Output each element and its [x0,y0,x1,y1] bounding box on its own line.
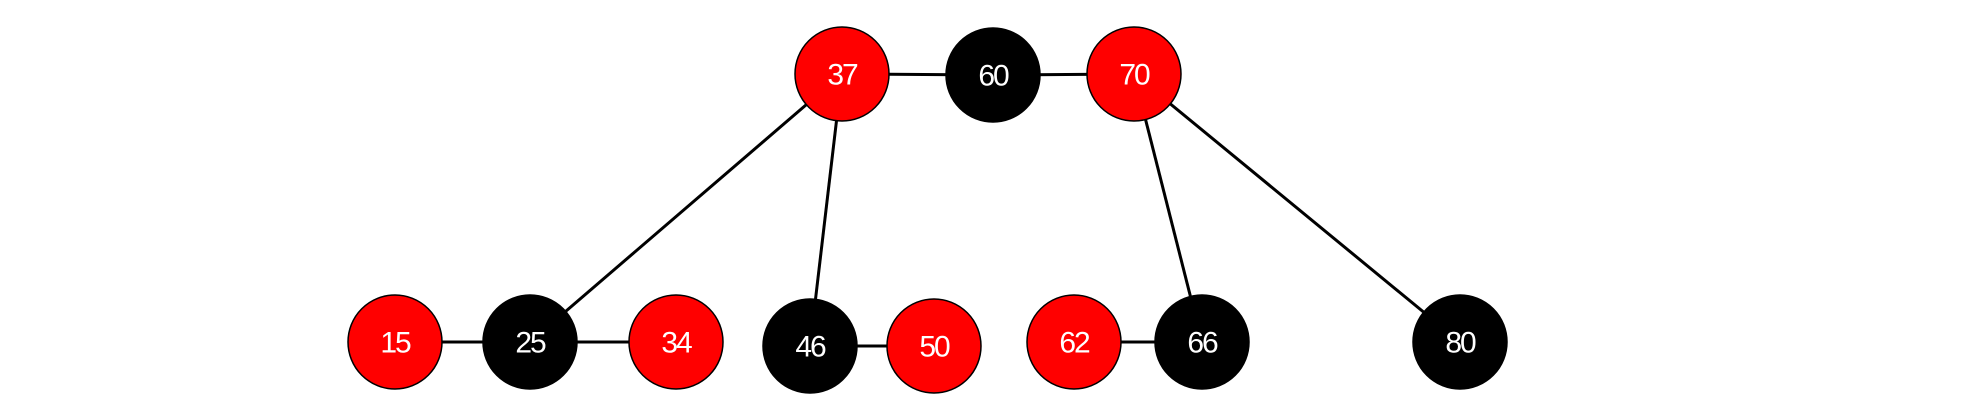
node-37-label: 37 [827,59,858,92]
node-70-circle [1086,26,1182,122]
node-50-circle [886,298,982,394]
edge-70-80 [1133,72,1461,344]
node-15-label: 15 [380,327,411,360]
node-50-label: 50 [919,331,950,364]
node-46-circle [762,298,858,394]
node-62-circle [1026,294,1122,390]
node-66-label: 66 [1187,327,1218,360]
node-46: 46 [762,298,858,394]
node-46-label: 46 [795,331,826,364]
node-62: 62 [1026,294,1122,390]
node-70: 70 [1086,26,1182,122]
node-15: 15 [347,294,443,390]
node-60-label: 60 [978,60,1009,93]
node-80-label: 80 [1445,327,1476,360]
node-62-label: 62 [1059,327,1090,360]
edge-37-25 [529,72,843,344]
node-37-circle [794,26,890,122]
node-50: 50 [886,298,982,394]
node-60-circle [945,27,1041,123]
node-15-circle [347,294,443,390]
node-66: 66 [1154,294,1250,390]
node-37: 37 [794,26,890,122]
node-25: 25 [482,294,578,390]
nodes: 37 60 70 15 25 34 46 50 62 66 80 [347,26,1508,394]
node-80: 80 [1412,294,1508,390]
node-80-circle [1412,294,1508,390]
node-60: 60 [945,27,1041,123]
node-34-label: 34 [661,327,692,360]
node-34: 34 [628,294,724,390]
node-34-circle [628,294,724,390]
node-25-label: 25 [515,327,546,360]
node-25-circle [482,294,578,390]
node-66-circle [1154,294,1250,390]
node-70-label: 70 [1119,59,1150,92]
